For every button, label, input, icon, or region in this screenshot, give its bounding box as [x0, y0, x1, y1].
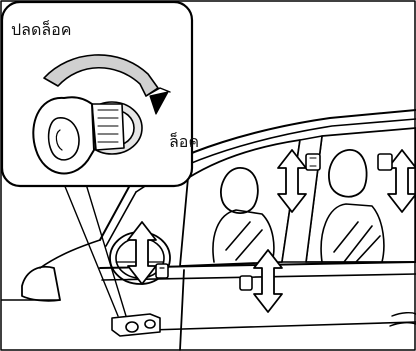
- lock-knob: [240, 276, 252, 290]
- unlock-label: ปลดล็อค: [11, 22, 71, 38]
- lock-knob: [306, 154, 320, 170]
- lock-knob: [156, 264, 168, 278]
- lock-knob: [378, 154, 392, 170]
- lock-label: ล็อค: [169, 134, 199, 150]
- lock-switch-icon: [112, 314, 160, 336]
